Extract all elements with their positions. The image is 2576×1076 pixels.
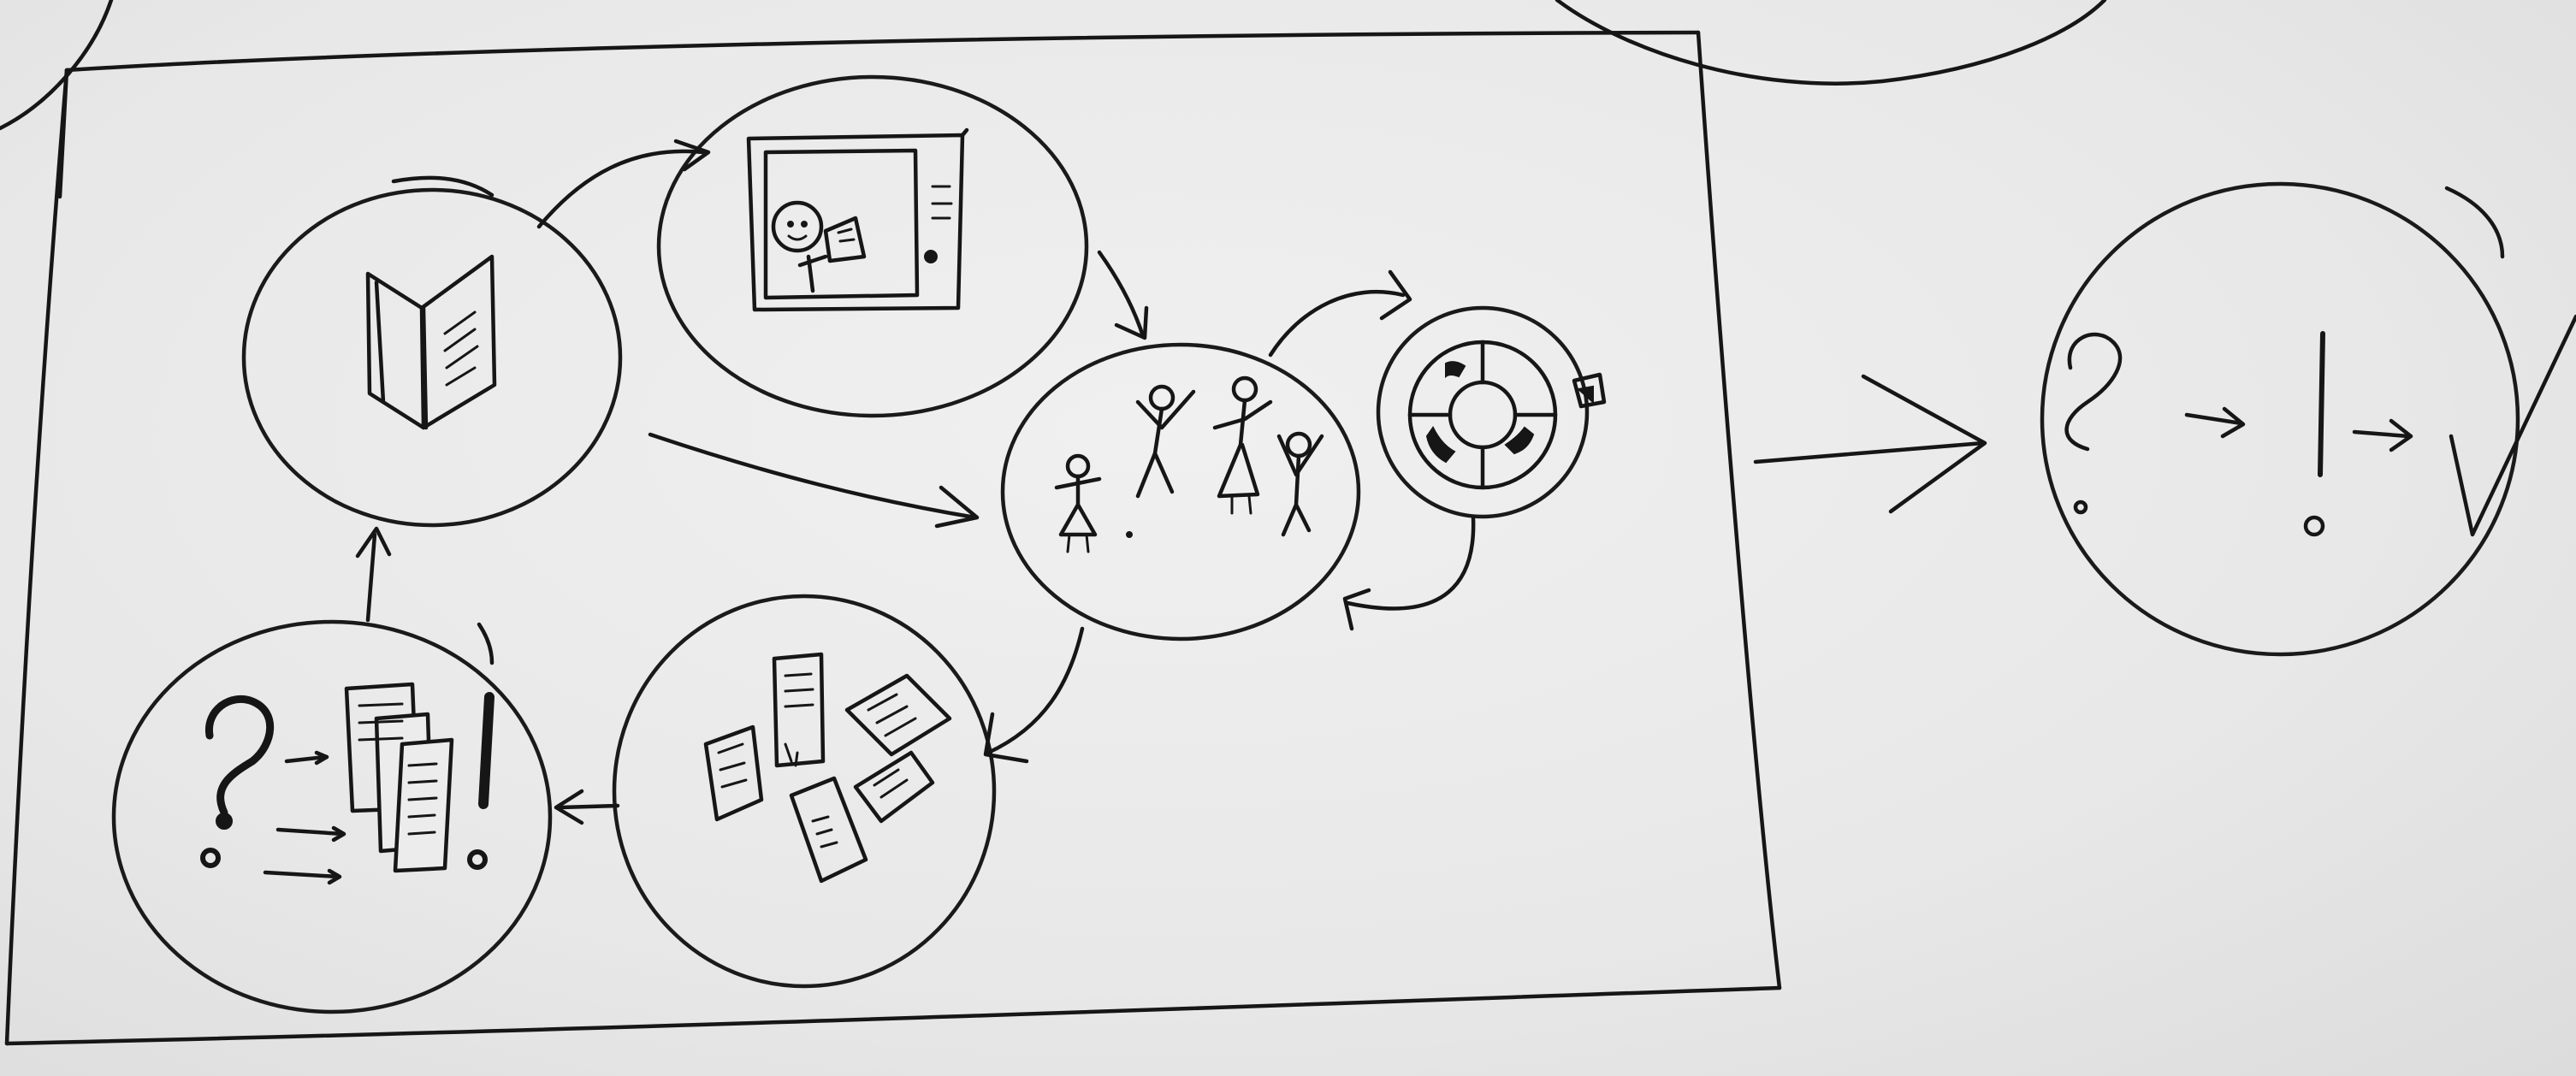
scattered-papers-icon bbox=[703, 652, 952, 884]
stage-bubble bbox=[241, 187, 623, 528]
frame bbox=[4, 30, 1782, 1046]
arrow-question-to-exclamation bbox=[2184, 406, 2246, 439]
stage-video bbox=[656, 74, 1089, 418]
stage-study bbox=[241, 175, 623, 528]
exclamation-mark-icon bbox=[2318, 331, 2325, 477]
arrow-materials-to-inquiry bbox=[558, 803, 620, 810]
arrow-study-to-video bbox=[536, 149, 706, 229]
question-mark-icon bbox=[2064, 332, 2123, 452]
arrow-inquiry-to-study bbox=[365, 532, 377, 623]
arrow-activity-to-materials bbox=[986, 626, 1085, 755]
people-dancing-icon bbox=[1054, 375, 1324, 553]
arrow-video-to-activity bbox=[1097, 250, 1145, 336]
stage-inquiry bbox=[111, 619, 553, 1014]
partial-circle-top-left bbox=[0, 0, 114, 131]
stage-bubble bbox=[612, 594, 997, 989]
stage-bubble bbox=[656, 74, 1089, 418]
video-screen-icon bbox=[746, 127, 969, 312]
arrow-study-to-activity bbox=[648, 432, 978, 520]
stage-review bbox=[1376, 305, 1607, 519]
outcome-stage bbox=[2040, 181, 2576, 657]
flow-arrows bbox=[355, 139, 1476, 825]
stage-bubble bbox=[111, 619, 553, 1014]
outcome-bubble bbox=[2040, 181, 2520, 657]
arrow-exclamation-to-check bbox=[2352, 418, 2413, 452]
book-icon bbox=[365, 254, 497, 430]
partial-circle-top-right bbox=[1554, 0, 2107, 86]
question-papers-exclamation-icon bbox=[200, 682, 494, 885]
stage-bubble bbox=[1000, 342, 1361, 641]
wheel-icon bbox=[1407, 340, 1607, 490]
arrow-review-to-activity bbox=[1345, 515, 1476, 611]
stage-materials bbox=[612, 594, 997, 989]
checkmark-icon bbox=[2449, 314, 2576, 537]
stage-activity bbox=[1000, 342, 1361, 641]
arrow-activity-to-review bbox=[1268, 290, 1406, 358]
stage-bubble bbox=[1376, 305, 1590, 519]
arrow-to-outcome bbox=[1753, 374, 1987, 514]
